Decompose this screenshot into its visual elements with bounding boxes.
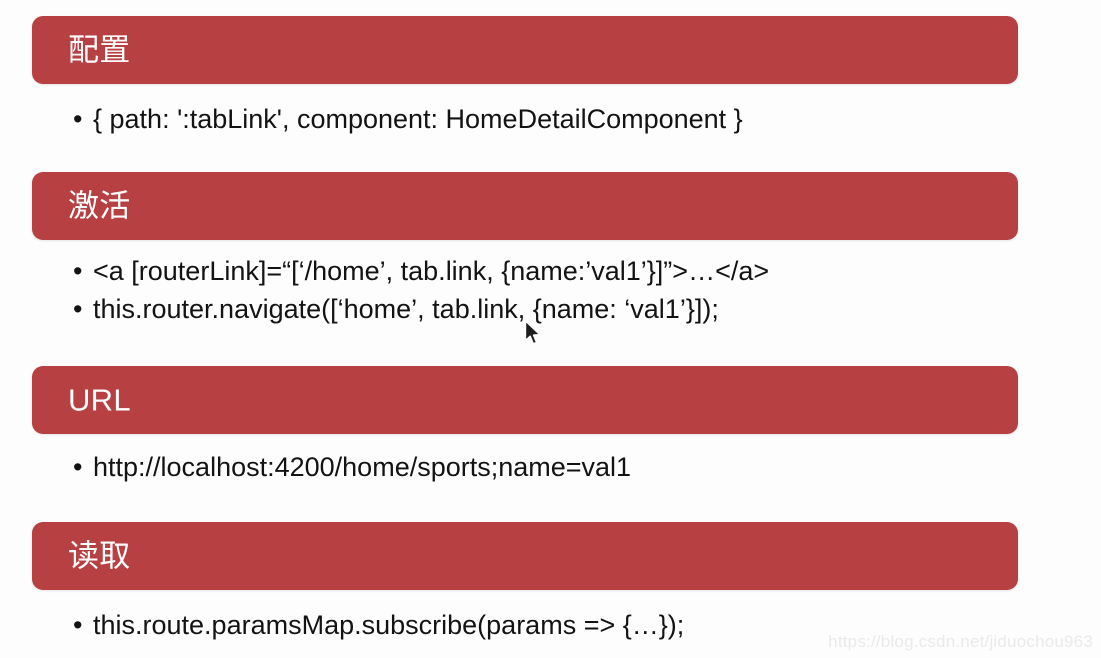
list-item: • { path: ':tabLink', component: HomeDet… bbox=[0, 100, 1101, 138]
bullet-marker-icon: • bbox=[73, 452, 83, 482]
bullet-marker-icon: • bbox=[73, 294, 83, 324]
list-item-text: <a [routerLink]=“[‘/home’, tab.link, {na… bbox=[93, 256, 770, 286]
list-item: • http://localhost:4200/home/sports;name… bbox=[0, 448, 1101, 486]
list-item-text: this.route.paramsMap.subscribe(params =>… bbox=[93, 610, 685, 640]
section-header-bar-read: 读取 bbox=[32, 522, 1018, 590]
section-header-bar-config: 配置 bbox=[32, 16, 1018, 84]
section-title-url: URL bbox=[68, 382, 131, 418]
list-item-text: this.router.navigate([‘home’, tab.link, … bbox=[93, 294, 719, 324]
bullet-marker-icon: • bbox=[73, 104, 83, 134]
bullet-list-activate: • <a [routerLink]=“[‘/home’, tab.link, {… bbox=[0, 252, 1101, 328]
list-item: • this.router.navigate([‘home’, tab.link… bbox=[0, 290, 1101, 328]
bullet-list-url: • http://localhost:4200/home/sports;name… bbox=[0, 448, 1101, 486]
list-item: • <a [routerLink]=“[‘/home’, tab.link, {… bbox=[0, 252, 1101, 290]
bullet-marker-icon: • bbox=[73, 256, 83, 286]
bullet-marker-icon: • bbox=[73, 610, 83, 640]
section-title-activate: 激活 bbox=[68, 188, 131, 224]
list-item-text: { path: ':tabLink', component: HomeDetai… bbox=[93, 104, 743, 134]
section-title-config: 配置 bbox=[68, 32, 131, 68]
bullet-list-read: • this.route.paramsMap.subscribe(params … bbox=[0, 606, 1101, 644]
watermark-text: https://blog.csdn.net/jiduochou963 bbox=[828, 632, 1093, 651]
list-item-text: http://localhost:4200/home/sports;name=v… bbox=[93, 452, 632, 482]
section-header-bar-activate: 激活 bbox=[32, 172, 1018, 240]
bullet-list-config: • { path: ':tabLink', component: HomeDet… bbox=[0, 100, 1101, 138]
section-header-bar-url: URL bbox=[32, 366, 1018, 434]
section-title-read: 读取 bbox=[68, 538, 131, 574]
list-item: • this.route.paramsMap.subscribe(params … bbox=[0, 606, 1101, 644]
